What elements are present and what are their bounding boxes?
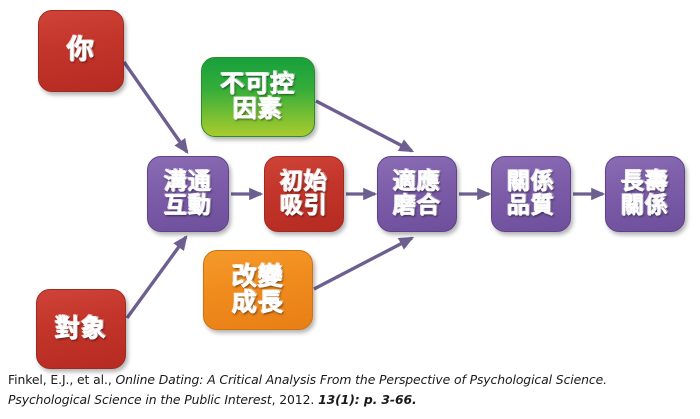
node-communication-interaction-label: 溝通 互動 xyxy=(164,168,212,219)
node-relationship-quality: 關係 品質 xyxy=(491,156,571,232)
node-adaptation-label: 適應 磨合 xyxy=(393,168,441,219)
node-initial-attraction-label: 初始 吸引 xyxy=(280,168,328,219)
arrow-change-to-adaptation xyxy=(313,236,415,291)
citation-block: Finkel, E.J., et al., Online Dating: A C… xyxy=(8,370,692,410)
node-uncontrollable-factors: 不可控 因素 xyxy=(201,57,315,137)
node-initial-attraction: 初始 吸引 xyxy=(264,156,344,232)
arrow-uncontrollable-to-adaptation xyxy=(315,99,415,153)
citation-authors: Finkel, E.J., et al., xyxy=(8,372,116,387)
node-you: 你 xyxy=(38,10,124,92)
node-adaptation: 適應 磨合 xyxy=(377,156,457,232)
node-you-label: 你 xyxy=(66,34,96,66)
node-relationship-quality-label: 關係 品質 xyxy=(507,168,555,219)
citation-journal-name: Psychological Science in the Public Inte… xyxy=(8,392,272,408)
node-uncontrollable-factors-label: 不可控 因素 xyxy=(220,69,296,123)
node-change-growth: 改變 成長 xyxy=(203,250,313,330)
node-partner: 對象 xyxy=(36,289,126,369)
citation-article-title: Online Dating: A Critical Analysis From … xyxy=(115,372,608,387)
node-change-growth-label: 改變 成長 xyxy=(231,261,284,317)
arrow-partner-to-communication xyxy=(125,235,188,320)
node-communication-interaction: 溝通 互動 xyxy=(147,156,229,232)
node-long-term-relationship-label: 長壽 關係 xyxy=(621,168,669,219)
arrow-you-to-communication xyxy=(122,61,189,154)
citation-volume-pages: 13(1): p. 3-66. xyxy=(318,392,417,408)
citation-line-1: Finkel, E.J., et al., Online Dating: A C… xyxy=(8,370,692,390)
citation-year: , 2012. xyxy=(271,392,319,408)
node-long-term-relationship: 長壽 關係 xyxy=(605,156,685,232)
citation-line-2: Psychological Science in the Public Inte… xyxy=(8,390,692,410)
node-partner-label: 對象 xyxy=(54,313,107,343)
